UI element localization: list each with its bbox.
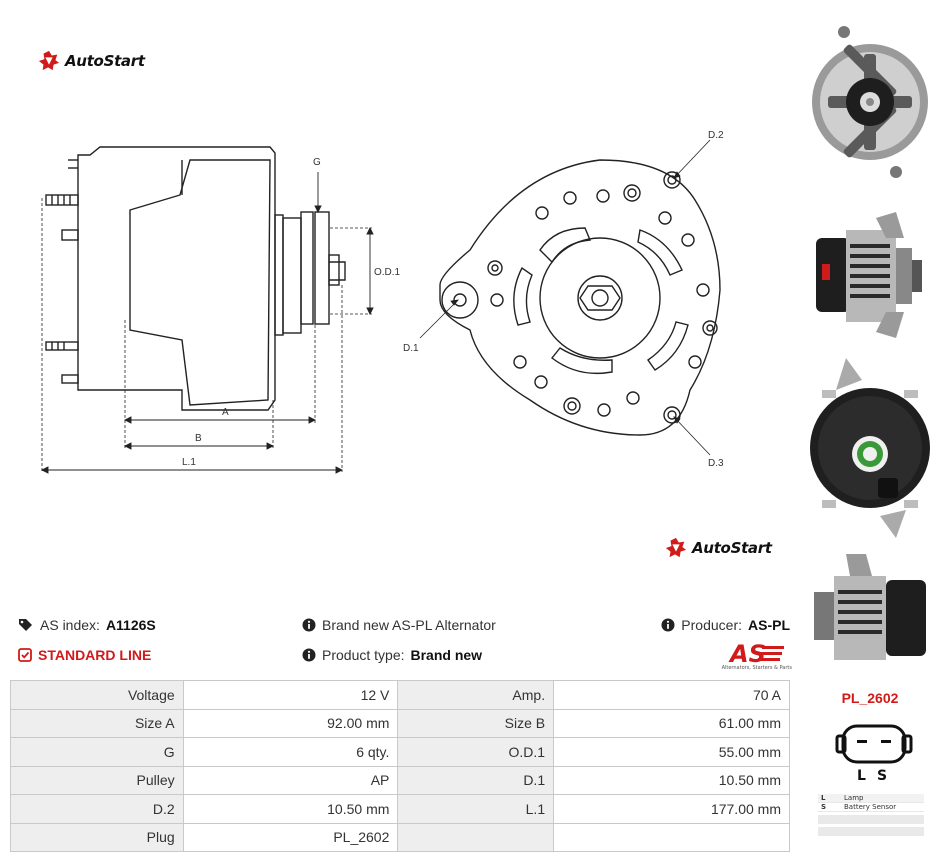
table-row: Plug PL_2602	[10, 822, 790, 852]
standard-line-badge: STANDARD LINE	[18, 647, 151, 663]
label-d2: D.2	[708, 130, 724, 141]
list-item: L Lamp	[818, 794, 924, 803]
as-pl-logo-icon: AS	[728, 640, 784, 668]
pin-legend: L Lamp S Battery Sensor	[818, 794, 924, 836]
table-row: D.2 10.50 mm L.1 177.00 mm	[10, 794, 790, 824]
product-photo-front	[812, 26, 928, 178]
producer: Producer: AS-PL	[661, 617, 790, 633]
spec-label: Amp.	[397, 680, 555, 710]
pin-label-l: L	[857, 768, 866, 784]
spec-label: L.1	[397, 794, 555, 824]
label-a: A	[222, 407, 229, 418]
info-circle-icon	[661, 618, 675, 632]
brand-name: AutoStart	[692, 539, 772, 557]
product-description: Brand new AS-PL Alternator	[302, 617, 496, 633]
spec-label	[397, 822, 555, 852]
spec-value: 10.50 mm	[553, 765, 790, 795]
table-row: Size A 92.00 mm Size B 61.00 mm	[10, 708, 790, 738]
legend-empty-row	[818, 815, 924, 824]
product-photo-angle	[814, 554, 926, 660]
check-square-icon	[18, 648, 32, 662]
label-b: B	[195, 433, 202, 444]
spec-label: Pulley	[10, 765, 184, 795]
label-d1: D.1	[403, 343, 419, 354]
table-row: G 6 qty. O.D.1 55.00 mm	[10, 737, 790, 767]
producer-logo: AS Alternators, Starters & Parts	[704, 640, 792, 672]
spec-value: 55.00 mm	[553, 737, 790, 767]
front-view	[439, 159, 721, 436]
spec-value: 92.00 mm	[182, 708, 399, 738]
product-photo-side	[816, 212, 922, 338]
spec-label: O.D.1	[397, 737, 555, 767]
product-type-label: Product type:	[322, 647, 405, 663]
spec-label: Size A	[10, 708, 184, 738]
standard-line-label: STANDARD LINE	[38, 647, 152, 663]
table-row: Voltage 12 V Amp. 70 A	[10, 680, 790, 710]
as-index-value: A1126S	[105, 617, 156, 633]
legend-empty-row	[818, 827, 924, 836]
spec-label: G	[10, 737, 184, 767]
label-od1: O.D.1	[374, 267, 401, 278]
spec-label: Size B	[397, 708, 555, 738]
spec-value: 61.00 mm	[553, 708, 790, 738]
label-g: G	[313, 157, 321, 168]
producer-value: AS-PL	[748, 617, 790, 633]
plug-code: PL_2602	[841, 690, 899, 706]
info-circle-icon	[302, 618, 316, 632]
spec-value: 70 A	[553, 680, 790, 710]
tag-icon	[19, 619, 32, 631]
product-type-value: Brand new	[410, 647, 483, 663]
spec-value: PL_2602	[182, 822, 399, 852]
dimension-arrows	[40, 172, 374, 474]
spec-value: AP	[182, 765, 399, 795]
label-d3: D.3	[708, 458, 724, 469]
product-photo-rear	[810, 358, 930, 538]
brand-logo-bottom: AutoStart	[665, 537, 772, 559]
producer-tagline: Alternators, Starters & Parts	[721, 665, 792, 671]
drawing-text: G O.D.1 A B L.1 D.1 D.2 D.3	[182, 130, 724, 469]
spec-label: D.2	[10, 794, 184, 824]
pin-label-s: S	[877, 768, 888, 784]
spec-table: Voltage 12 V Amp. 70 A Size A 92.00 mm S…	[10, 680, 790, 852]
spec-label: Voltage	[10, 680, 184, 710]
producer-label: Producer:	[681, 617, 742, 633]
hole-leaders	[419, 139, 711, 456]
brand-logo-top: AutoStart	[38, 50, 145, 72]
as-index-label: AS index:	[40, 617, 100, 633]
spec-value: 177.00 mm	[553, 794, 790, 824]
as-index: AS index: A1126S	[18, 617, 156, 633]
spec-value: 12 V	[182, 680, 399, 710]
product-type: Product type: Brand new	[302, 647, 482, 663]
spec-value: 6 qty.	[182, 737, 399, 767]
svg-text:AS: AS	[728, 640, 766, 666]
side-view	[45, 146, 346, 411]
product-description-text: Brand new AS-PL Alternator	[322, 617, 496, 633]
info-circle-icon	[302, 648, 316, 662]
spec-value	[553, 822, 790, 852]
spec-label: Plug	[10, 822, 184, 852]
dimension-lines	[41, 198, 372, 472]
autostart-logo-icon	[665, 537, 687, 558]
spec-label: D.1	[397, 765, 555, 795]
spec-value: 10.50 mm	[182, 794, 399, 824]
technical-drawing: G O.D.1 A B L.1 D.1 D.2 D.3	[40, 130, 724, 474]
plug-connector-icon	[835, 724, 913, 764]
brand-name: AutoStart	[65, 52, 145, 70]
autostart-logo-icon	[38, 50, 60, 71]
label-l1: L.1	[182, 457, 196, 468]
table-row: Pulley AP D.1 10.50 mm	[10, 765, 790, 795]
list-item: S Battery Sensor	[818, 803, 924, 812]
